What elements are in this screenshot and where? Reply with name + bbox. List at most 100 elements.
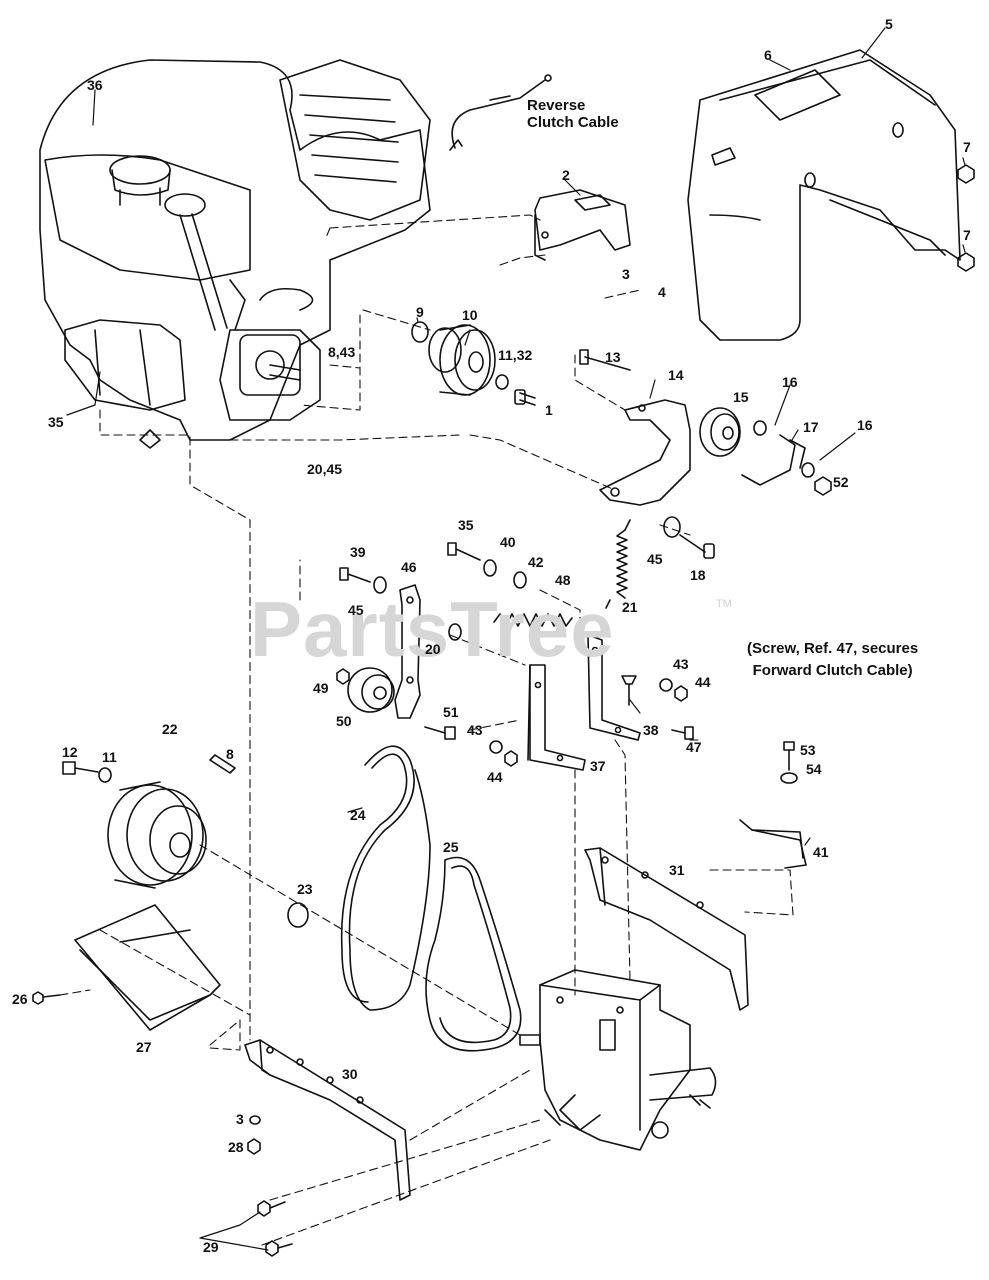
callout-52: 52 bbox=[833, 474, 849, 490]
callout-18: 18 bbox=[690, 567, 706, 583]
callout-46: 46 bbox=[401, 559, 417, 575]
callout-30: 30 bbox=[342, 1066, 358, 1082]
idler-arm-14 bbox=[600, 400, 690, 505]
washer-40 bbox=[484, 560, 496, 576]
callout-25: 25 bbox=[443, 839, 459, 855]
key-8 bbox=[210, 755, 235, 773]
callout-42: 42 bbox=[528, 554, 544, 570]
rod-41 bbox=[740, 820, 806, 868]
callout-39: 39 bbox=[350, 544, 366, 560]
bracket-37 bbox=[528, 665, 585, 770]
bracket-2 bbox=[535, 190, 630, 260]
spring-21 bbox=[606, 520, 630, 608]
washer-43a bbox=[660, 679, 672, 691]
callout-12: 12 bbox=[62, 744, 78, 760]
note-line1: (Screw, Ref. 47, secures bbox=[747, 640, 919, 657]
callout-48: 48 bbox=[555, 572, 571, 588]
callout-4: 4 bbox=[658, 284, 666, 300]
bolt-29a bbox=[258, 1201, 285, 1216]
callout-38: 38 bbox=[643, 722, 659, 738]
belt-25 bbox=[426, 858, 521, 1051]
pulley-15 bbox=[700, 408, 740, 456]
bracket-31 bbox=[585, 848, 748, 1010]
reverse-cable-label-line1: Reverse bbox=[527, 97, 586, 114]
callout-29: 29 bbox=[203, 1239, 219, 1255]
callout-43a: 43 bbox=[673, 656, 689, 672]
washer-20 bbox=[449, 624, 461, 640]
callout-21: 21 bbox=[622, 599, 638, 615]
washer-54 bbox=[781, 773, 797, 783]
callout-7a: 7 bbox=[963, 139, 971, 155]
washer-45-top bbox=[664, 517, 680, 537]
engine bbox=[40, 60, 430, 448]
reverse-cable-label: Reverse Clutch Cable bbox=[527, 97, 619, 131]
callout-11-32: 11,32 bbox=[498, 347, 533, 363]
washer-11 bbox=[99, 768, 111, 782]
washer-9 bbox=[412, 322, 428, 342]
washer-23 bbox=[288, 903, 308, 927]
callout-1: 1 bbox=[545, 402, 553, 418]
callout-11: 11 bbox=[102, 749, 117, 765]
callout-2: 2 bbox=[562, 167, 570, 183]
callout-41: 41 bbox=[813, 844, 829, 860]
callout-26: 26 bbox=[12, 991, 28, 1007]
callout-37: 37 bbox=[590, 758, 606, 774]
washer-16a bbox=[754, 421, 766, 435]
screw-47 bbox=[672, 727, 693, 739]
shield-27 bbox=[75, 905, 220, 1030]
callout-8: 8 bbox=[226, 746, 234, 762]
callout-8-43: 8,43 bbox=[328, 344, 356, 360]
forward-cable-note: (Screw, Ref. 47, secures Forward Clutch … bbox=[747, 638, 918, 682]
washer-45-left bbox=[374, 577, 386, 593]
washer-3b bbox=[250, 1116, 260, 1124]
assembly-lines bbox=[60, 215, 793, 1245]
bolt-12 bbox=[63, 762, 98, 774]
nut-44a bbox=[675, 686, 687, 701]
clip-17 bbox=[742, 435, 805, 485]
leader-lines bbox=[67, 28, 965, 1250]
callout-6: 6 bbox=[764, 47, 772, 63]
callout-45a: 45 bbox=[348, 602, 364, 618]
washer-43b bbox=[490, 741, 502, 753]
belt-24 bbox=[342, 746, 430, 1010]
bolt-39 bbox=[340, 568, 370, 582]
nut-7b bbox=[958, 253, 974, 271]
callout-27: 27 bbox=[136, 1039, 152, 1055]
callout-13: 13 bbox=[605, 349, 621, 365]
callout-44a: 44 bbox=[695, 674, 711, 690]
callout-17: 17 bbox=[803, 419, 819, 435]
callout-14: 14 bbox=[668, 367, 684, 383]
callout-16a: 16 bbox=[782, 374, 798, 390]
callout-36: 36 bbox=[87, 77, 103, 93]
bracket-46 bbox=[395, 585, 420, 718]
callout-35a: 35 bbox=[48, 414, 64, 430]
callout-31: 31 bbox=[669, 862, 685, 878]
nut-49 bbox=[337, 669, 349, 684]
callout-40: 40 bbox=[500, 534, 516, 550]
nut-28 bbox=[248, 1139, 260, 1154]
callout-51: 51 bbox=[443, 704, 459, 720]
callout-20-45: 20,45 bbox=[307, 461, 343, 477]
belt-cover bbox=[688, 50, 960, 340]
callout-10: 10 bbox=[462, 307, 478, 323]
bolt-1 bbox=[496, 375, 535, 405]
nut-7a bbox=[958, 165, 974, 183]
watermark: PartsTree bbox=[250, 585, 615, 673]
bolt-35 bbox=[448, 543, 480, 560]
reverse-clutch-cable bbox=[450, 75, 551, 150]
bracket-30 bbox=[245, 1040, 410, 1200]
callout-49: 49 bbox=[313, 680, 329, 696]
callout-53: 53 bbox=[800, 742, 816, 758]
pulley-50 bbox=[348, 668, 394, 712]
callout-3b: 3 bbox=[236, 1111, 244, 1127]
callout-50: 50 bbox=[336, 713, 352, 729]
callout-3a: 3 bbox=[622, 266, 630, 282]
nut-44b bbox=[505, 751, 517, 766]
callout-24: 24 bbox=[350, 807, 366, 823]
callout-15: 15 bbox=[733, 389, 749, 405]
spacer-42 bbox=[514, 572, 526, 588]
callout-45b: 45 bbox=[647, 551, 663, 567]
bolt-13 bbox=[580, 350, 630, 370]
trademark-mark: TM bbox=[716, 598, 732, 610]
bolt-29b bbox=[266, 1241, 292, 1256]
